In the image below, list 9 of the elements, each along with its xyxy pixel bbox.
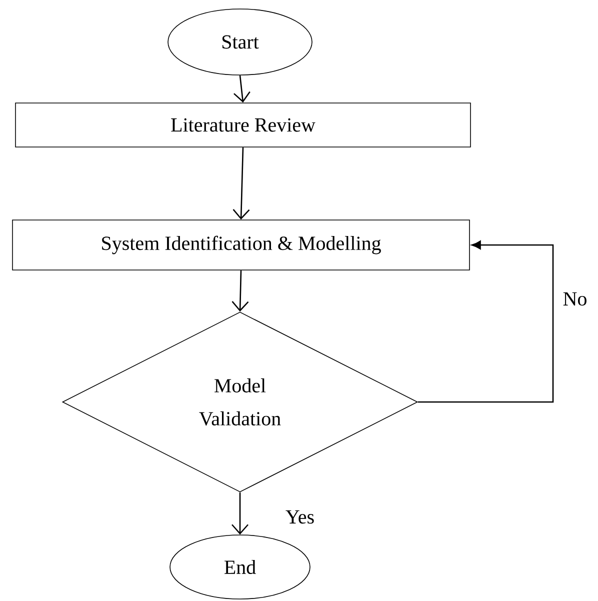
arrow [232, 492, 248, 535]
edge-label: No [562, 291, 588, 307]
arrow [232, 270, 249, 312]
process-box: System Identification & Modelling [12, 220, 470, 270]
arrow [418, 240, 554, 403]
process-box: Literature Review [15, 102, 471, 148]
arrow [234, 75, 250, 103]
arrow [232, 147, 250, 220]
edge-label: Yes [284, 509, 316, 525]
